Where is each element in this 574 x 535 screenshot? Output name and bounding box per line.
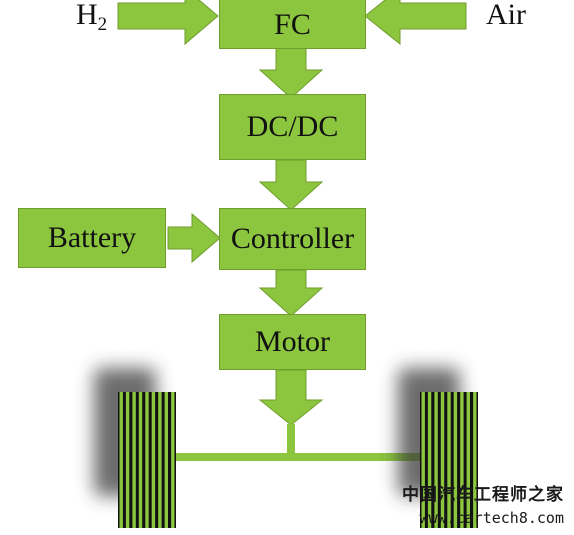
h2-label-main: H (76, 0, 98, 31)
controller-box: Controller (219, 208, 366, 270)
right-tire-tread (466, 392, 470, 528)
left-wheel (118, 392, 176, 528)
dcdc-to-controller-arrow (258, 159, 324, 211)
dcdc-box: DC/DC (219, 94, 366, 160)
air-input-arrow (364, 0, 467, 46)
left-tire-tread (151, 392, 156, 528)
right-tire-tread (447, 392, 451, 528)
left-tire-tread (132, 392, 136, 528)
right-tire-tread (453, 392, 458, 528)
right-tire-tread (427, 392, 432, 528)
right-tire-tread (434, 392, 438, 528)
left-tire-tread (138, 392, 143, 528)
battery-to-controller-arrow (167, 212, 221, 264)
h2-input-arrow (117, 0, 219, 46)
right-tire-tread (421, 392, 425, 528)
controller-to-motor-arrow (258, 269, 324, 317)
watermark-url: www.cartech8.com (419, 509, 565, 527)
left-tire-tread (158, 392, 162, 528)
left-tire-tread (119, 392, 123, 528)
right-tire-tread (460, 392, 464, 528)
right-tire-tread (473, 392, 477, 528)
right-tire-tread (440, 392, 445, 528)
fc-box: FC (219, 0, 366, 49)
battery-box: Battery (18, 208, 166, 268)
motor-box: Motor (219, 314, 366, 370)
watermark-chinese: 中国汽车工程师之家 (402, 485, 564, 505)
drive-shaft (287, 424, 295, 456)
axle (176, 453, 422, 461)
left-tire-tread (125, 392, 130, 528)
h2-label-subscript: 2 (97, 14, 108, 35)
left-tire-tread (145, 392, 149, 528)
h2-label: H2 (76, 0, 107, 36)
left-tire-tread (171, 392, 175, 528)
fc-to-dcdc-arrow (258, 47, 324, 99)
left-tire-tread (164, 392, 168, 528)
air-label: Air (486, 0, 526, 31)
right-wheel (420, 392, 478, 528)
motor-to-axle-arrow (258, 369, 324, 426)
